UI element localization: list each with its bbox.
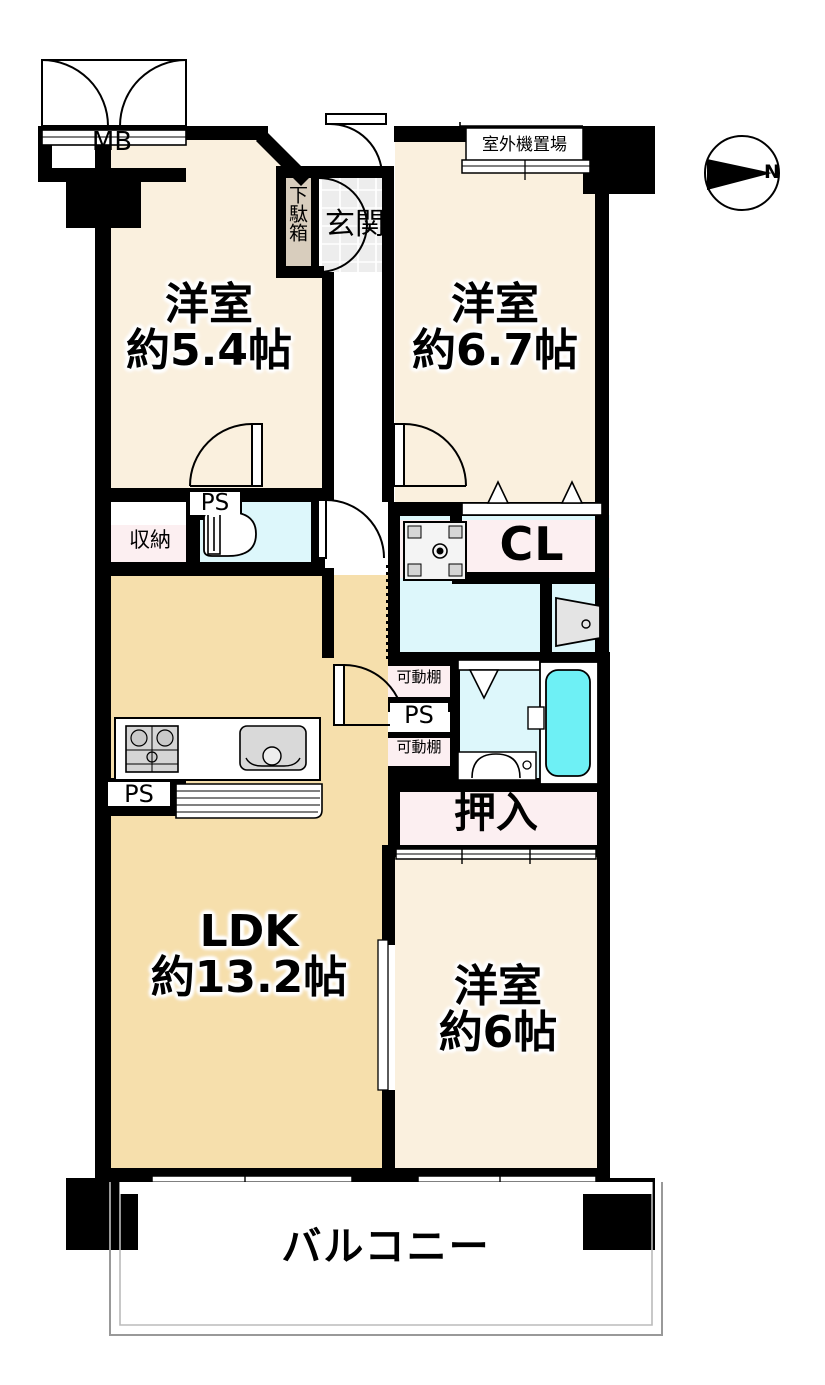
ps-toilet-label: PS [190,492,240,515]
ldk-label: LDK 約13.2帖 [110,910,388,1000]
closet-label: CL [499,517,565,571]
shoe-box-label: 下駄箱 [286,185,308,242]
balcony-label: バルコニー [281,1224,491,1270]
ps-kitchen-label: PS [108,782,170,806]
entrance-tile-pattern [322,172,388,272]
ldk-name: LDK [199,906,299,957]
compass-icon [704,135,780,211]
outdoor-unit-label: 室外機置場 [482,135,567,155]
washing-machine-pan-icon [403,521,467,581]
meter-box-label: MB [91,127,133,157]
entrance-label: 玄関 [325,207,385,242]
washbasin-icon [457,751,537,781]
kitchen-cabinet [175,783,323,819]
movable-shelf-lower-label: 可動棚 [396,738,442,756]
bedroom-ne-label: 洋室 約6.7帖 [395,283,595,373]
bedroom-nw-size: 約5.4帖 [126,325,292,376]
bedroom-nw-label: 洋室 約5.4帖 [95,283,323,373]
bedroom-nw-name: 洋室 [165,279,253,330]
balcony-outline [109,1182,663,1336]
oshiire-label: 押入 [453,788,538,837]
gas-stove-icon [125,725,179,773]
movable-shelf-upper-label: 可動棚 [396,668,442,686]
bedroom-ne-name: 洋室 [451,279,539,330]
bedroom-se-name: 洋室 [454,961,542,1012]
compass-north-label: N [764,161,780,183]
storage-label: 収納 [129,528,171,552]
bedroom-ne-size: 約6.7帖 [412,325,578,376]
bedroom-se-label: 洋室 約6帖 [398,965,598,1055]
ldk-size: 約13.2帖 [150,952,348,1003]
kitchen-counter [114,717,321,781]
wall-mirror-icon [555,596,601,648]
ps-center-label: PS [390,703,448,727]
kitchen-sink-icon [239,725,307,771]
bedroom-se-size: 約6帖 [438,1007,558,1058]
toilet-icon [203,511,257,557]
bathtub-icon [527,661,599,785]
